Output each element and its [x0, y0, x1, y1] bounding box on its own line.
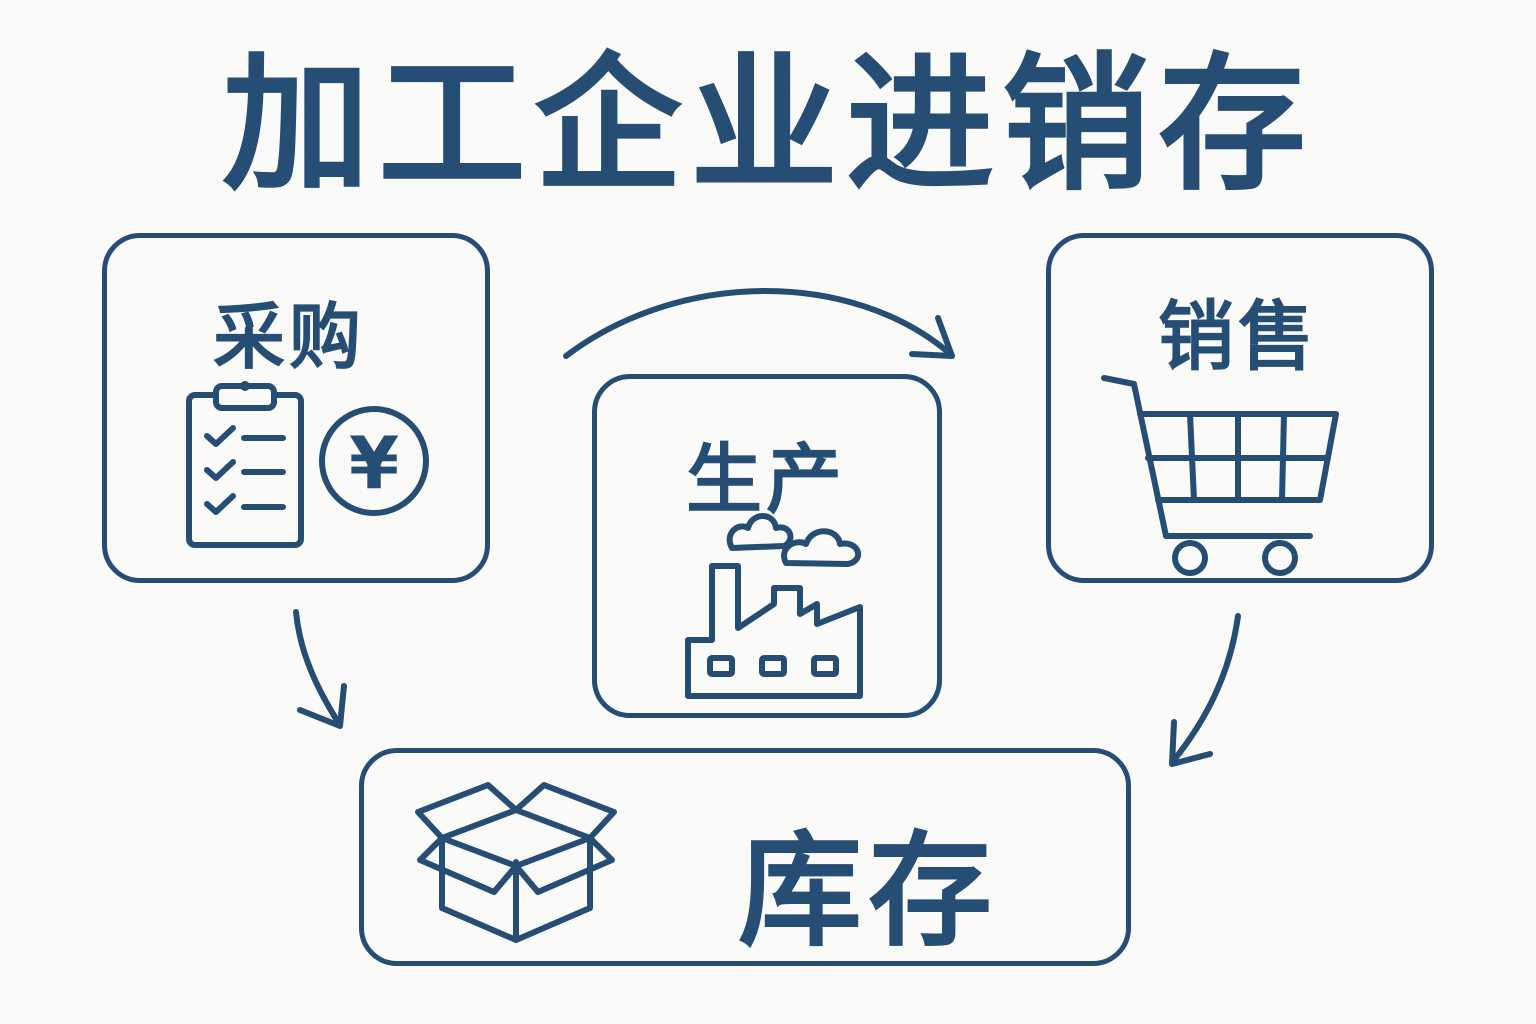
yen-coin-icon: ¥: [319, 406, 429, 516]
diagram-title: 加工企业进销存: [222, 39, 1314, 211]
inventory-label: 库存: [738, 820, 999, 964]
yen-symbol: ¥: [349, 421, 399, 505]
purchase-label: 采购: [213, 295, 366, 379]
purchase-box: [102, 233, 490, 583]
production-box: [592, 374, 942, 718]
inventory-box: [359, 748, 1131, 966]
sales-box: [1046, 233, 1434, 583]
sales-label: 销售: [1158, 292, 1318, 381]
arrow-purchase-to-sales: [563, 288, 955, 359]
shopping-cart-icon: [1101, 375, 1339, 576]
arrow-purchase-to-inventory: [293, 609, 347, 729]
clipboard-checklist-icon: [186, 381, 304, 548]
factory-icon: [685, 513, 863, 699]
box-icon: [415, 782, 617, 943]
production-label: 生产: [686, 435, 846, 524]
arrow-sales-to-inventory: [1169, 613, 1241, 767]
